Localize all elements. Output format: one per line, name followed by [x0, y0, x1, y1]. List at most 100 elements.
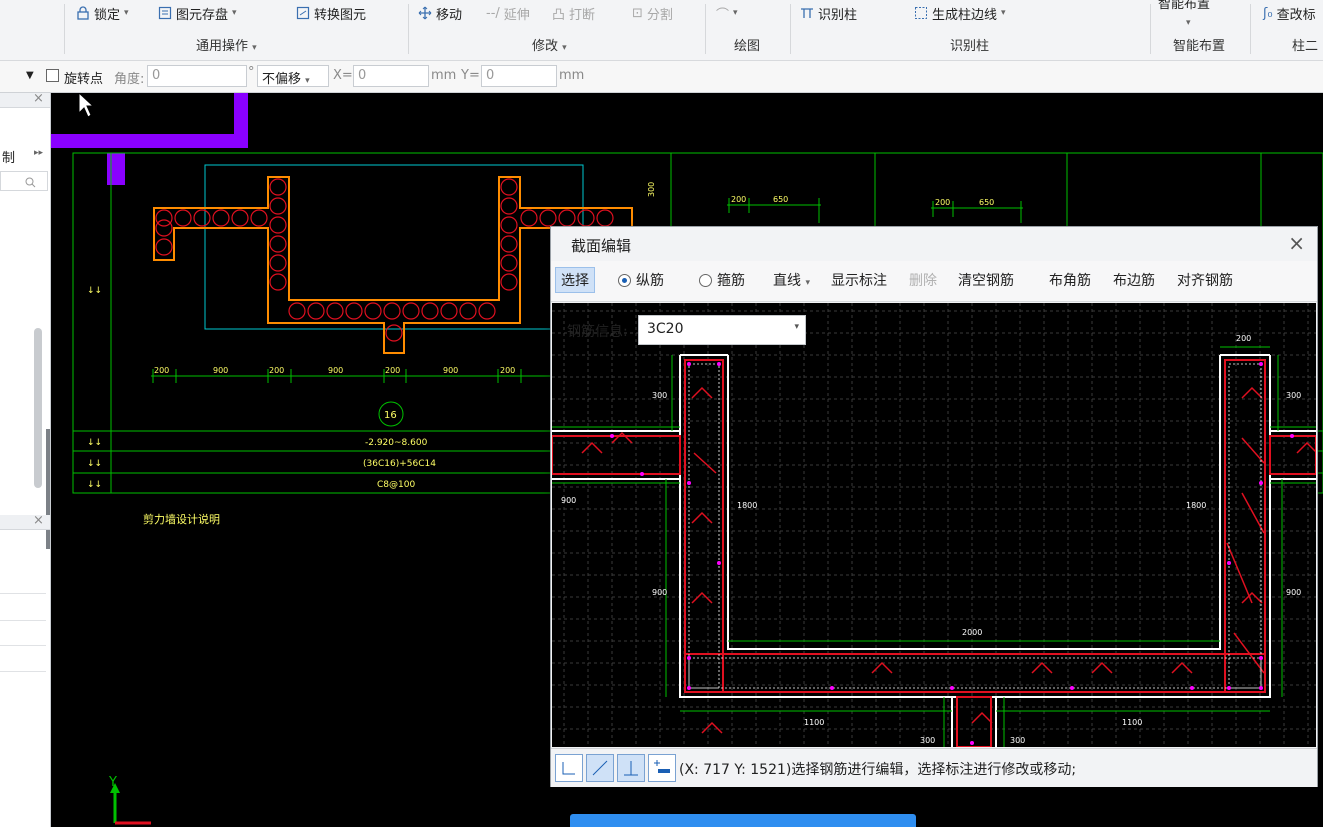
rebar-circle — [596, 209, 614, 227]
rebar-hook — [1241, 591, 1263, 604]
rebar-circle — [307, 302, 325, 320]
offset-select-value: 不偏移 — [262, 72, 302, 87]
rebar-hook — [581, 441, 603, 454]
rebar-circles — [155, 178, 614, 342]
section-edit-canvas[interactable]: 200 300 300 900 1800 1800 900 900 2000 1… — [552, 303, 1316, 747]
rebar-circle — [269, 273, 287, 291]
line-label: 直线 — [773, 273, 801, 289]
save-element-label: 图元存盘 — [176, 7, 229, 23]
corner-rebar-button[interactable]: 布角筋 — [1049, 273, 1091, 289]
dimension-labels: 200 300 300 900 1800 1800 900 900 2000 1… — [561, 334, 1301, 745]
dim-label: 650 — [979, 198, 994, 207]
group-modify[interactable]: 修改 ▾ — [532, 35, 567, 54]
rebar-circle — [269, 197, 287, 215]
select-button[interactable]: 选择 — [555, 267, 595, 293]
dimension-lines — [552, 346, 1316, 747]
break-button[interactable]: 凸打断 — [552, 3, 595, 23]
clear-rebar-button[interactable]: 清空钢筋 — [958, 273, 1014, 289]
add-dimension-button[interactable] — [648, 754, 676, 782]
rebar-info-select[interactable]: 3C20▾ — [638, 315, 806, 345]
orthogonal-snap-button[interactable] — [555, 754, 583, 782]
angle-label: 角度: — [114, 72, 145, 87]
convert-icon — [296, 6, 310, 20]
rebar-dot — [610, 434, 614, 438]
rebar-circle — [364, 302, 382, 320]
panel-scrollbar[interactable] — [34, 328, 42, 488]
dim-label: 1800 — [737, 501, 757, 510]
perpendicular-snap-button[interactable] — [617, 754, 645, 782]
rebar-circle — [385, 324, 403, 342]
align-rebar-button[interactable]: 对齐钢筋 — [1177, 273, 1233, 289]
mouse-cursor-icon — [78, 93, 95, 118]
section-drawing[interactable]: 200 300 300 900 1800 1800 900 900 2000 1… — [552, 303, 1316, 747]
rotate-point-checkbox[interactable] — [46, 69, 59, 82]
dim-label: 1800 — [1186, 501, 1206, 510]
panel-tab-label[interactable]: 制 — [2, 151, 16, 166]
rebar-circle — [421, 302, 439, 320]
show-dimensions-button[interactable]: 显示标注 — [831, 273, 887, 289]
convert-element-button[interactable]: 转换图元 — [296, 3, 366, 23]
x-input[interactable]: 0 — [353, 65, 429, 87]
longitudinal-bar-radio[interactable]: 纵筋 — [618, 270, 664, 290]
panel-header — [0, 93, 50, 108]
panel-search-input[interactable] — [0, 171, 48, 191]
inner-stirrups — [688, 363, 1262, 689]
stirrup-radio[interactable]: 箍筋 — [699, 270, 745, 290]
chevron-down-icon: ▾ — [1186, 18, 1191, 28]
rebar-circle — [326, 302, 344, 320]
chevron-down-icon[interactable]: ▼ — [26, 70, 34, 81]
expand-icon[interactable]: ▸▸ — [34, 148, 44, 158]
panel-splitter[interactable] — [46, 429, 50, 549]
chevron-down-icon: ▾ — [733, 8, 738, 18]
group-smart-layout: 智能布置 — [1173, 39, 1226, 54]
rebar-circle — [459, 302, 477, 320]
identify-column-button[interactable]: 识别柱 — [800, 3, 857, 23]
rebar-circle — [383, 302, 401, 320]
dialog-status-bar: (X: 717 Y: 1521)选择钢筋进行编辑，选择标注进行修改或移动; — [551, 748, 1317, 787]
rebar-diagonal — [1226, 542, 1253, 604]
rebar-hook — [1031, 661, 1053, 674]
generate-column-edge-label: 生成柱边线 — [932, 7, 998, 23]
search-icon[interactable] — [25, 177, 36, 188]
close-icon[interactable]: × — [33, 91, 44, 106]
rebar-diagonal — [1233, 632, 1265, 674]
dialog-title: 截面编辑 — [571, 237, 632, 255]
axis-y-label: Y — [108, 775, 117, 790]
offset-select[interactable]: 不偏移 ▾ — [257, 65, 329, 87]
lock-button[interactable]: 锁定▾ — [76, 3, 129, 23]
dim-label: 200 — [731, 195, 746, 204]
close-icon[interactable]: × — [1288, 231, 1305, 255]
extend-button[interactable]: --/延伸 — [486, 3, 530, 23]
rebar-hook — [871, 661, 893, 674]
chevron-down-icon: ▾ — [305, 76, 310, 86]
degree-label: ° — [248, 65, 255, 80]
rebar-dot — [1259, 481, 1263, 485]
status-text: (X: 717 Y: 1521)选择钢筋进行编辑，选择标注进行修改或移动; — [679, 762, 1077, 778]
smart-layout-button[interactable]: 智能布置 — [1158, 0, 1210, 12]
rebar-dot — [1227, 686, 1231, 690]
close-icon[interactable]: × — [33, 513, 44, 528]
edge-rebar-button[interactable]: 布边筋 — [1113, 273, 1155, 289]
angle-input[interactable]: 0 — [147, 65, 247, 87]
add-dimension-icon — [654, 760, 670, 773]
slope-snap-button[interactable] — [586, 754, 614, 782]
smart-layout-dropdown[interactable]: ▾ — [1186, 13, 1191, 33]
rebar-hook — [1241, 386, 1263, 399]
panel2-row[interactable] — [0, 593, 46, 621]
panel2-row[interactable] — [0, 645, 46, 672]
generate-column-edge-button[interactable]: 生成柱边线▾ — [914, 3, 1006, 23]
y-input[interactable]: 0 — [481, 65, 557, 87]
delete-button[interactable]: 删除 — [909, 273, 937, 289]
line-dropdown[interactable]: 直线 ▾ — [773, 270, 810, 290]
save-element-button[interactable]: 图元存盘▾ — [158, 3, 237, 23]
group-general[interactable]: 通用操作 ▾ — [196, 35, 257, 54]
rebar-diagonal — [1241, 437, 1265, 464]
dim-label: 1100 — [1122, 718, 1142, 727]
split-button[interactable]: ⊡分割 — [632, 3, 673, 23]
chevron-down-icon: ▾ — [794, 322, 799, 332]
draw-arc-button[interactable]: ⌒▾ — [716, 3, 738, 23]
notification-bar[interactable] — [570, 814, 916, 827]
panel2-row[interactable] — [0, 619, 46, 646]
move-button[interactable]: 移动 — [418, 3, 462, 23]
